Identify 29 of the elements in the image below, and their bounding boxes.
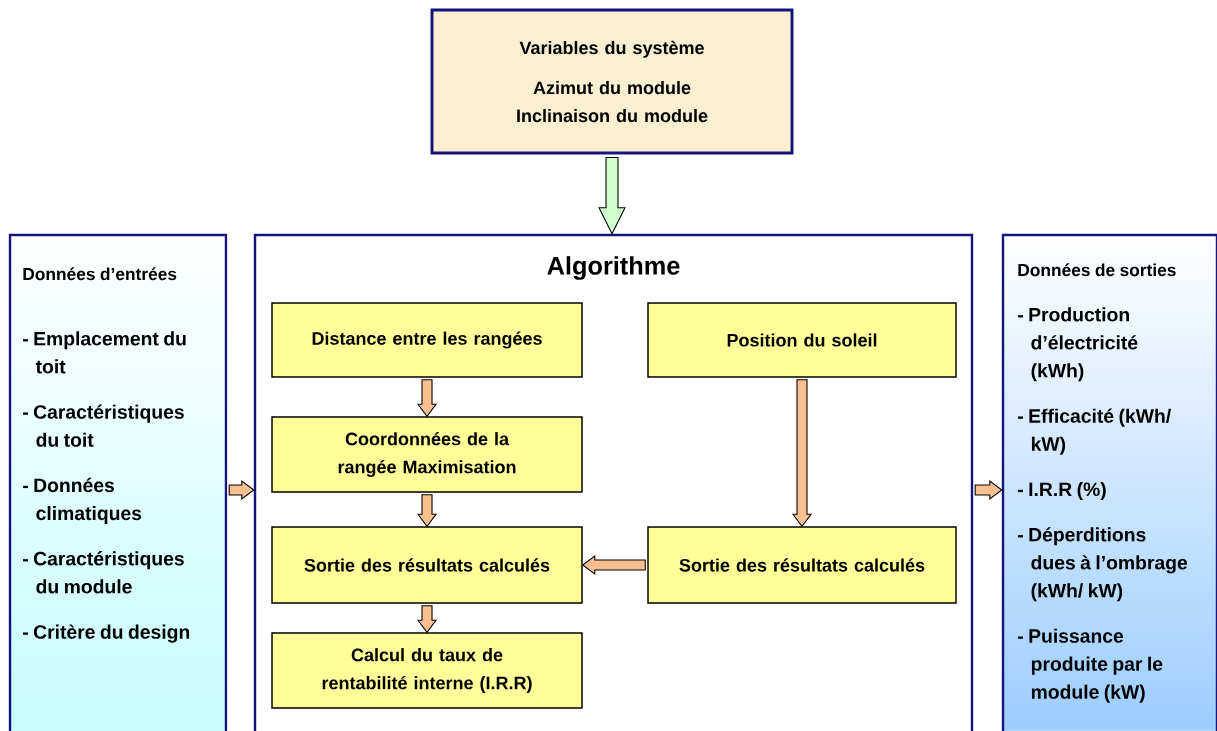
block-arrow [416, 379, 438, 418]
panel-heading: Données d’entrées [23, 267, 177, 281]
process-box: Sortie des résultats calculés [271, 526, 583, 604]
list-item: - Production d’électricité (kWh) [1018, 307, 1138, 382]
list-item: - I.R.R (%) [1018, 481, 1106, 500]
block-arrow [228, 479, 255, 501]
process-box: Coordonnées de la rangée Maximisation [271, 416, 583, 493]
block-arrow [974, 479, 1003, 501]
list-item: - Puissance produite par le module (kW) [1018, 628, 1163, 703]
variables-box: Variables du système Azimut du module Inclinaison du module [430, 8, 794, 155]
list-item: - Déperditions dues à l’ombrage (kWh/ kW) [1018, 527, 1188, 602]
output-panel [1001, 233, 1217, 731]
list-item: - Critère du design [23, 624, 190, 643]
process-box: Sortie des résultats calculés [647, 526, 957, 604]
process-box: Position du soleil [647, 302, 957, 378]
list-item: - Caractéristiques du toit [23, 404, 184, 447]
list-item: - Emplacement du toit [23, 331, 186, 374]
block-arrow [581, 554, 646, 576]
block-arrow [791, 379, 813, 528]
panel-heading: Données de sorties [1018, 263, 1176, 277]
list-item: - Caractéristiques du module [23, 551, 184, 594]
list-item: - Efficacité (kWh/ kW) [1018, 408, 1171, 455]
process-box: Distance entre les rangées [271, 302, 583, 378]
block-arrow [416, 605, 438, 634]
block-arrow [598, 156, 626, 235]
block-arrow [416, 494, 438, 528]
process-box: Calcul du taux de rentabilité interne (I.R.R) [271, 632, 583, 709]
input-panel [8, 233, 228, 731]
list-item: - Données climatiques [23, 477, 142, 524]
